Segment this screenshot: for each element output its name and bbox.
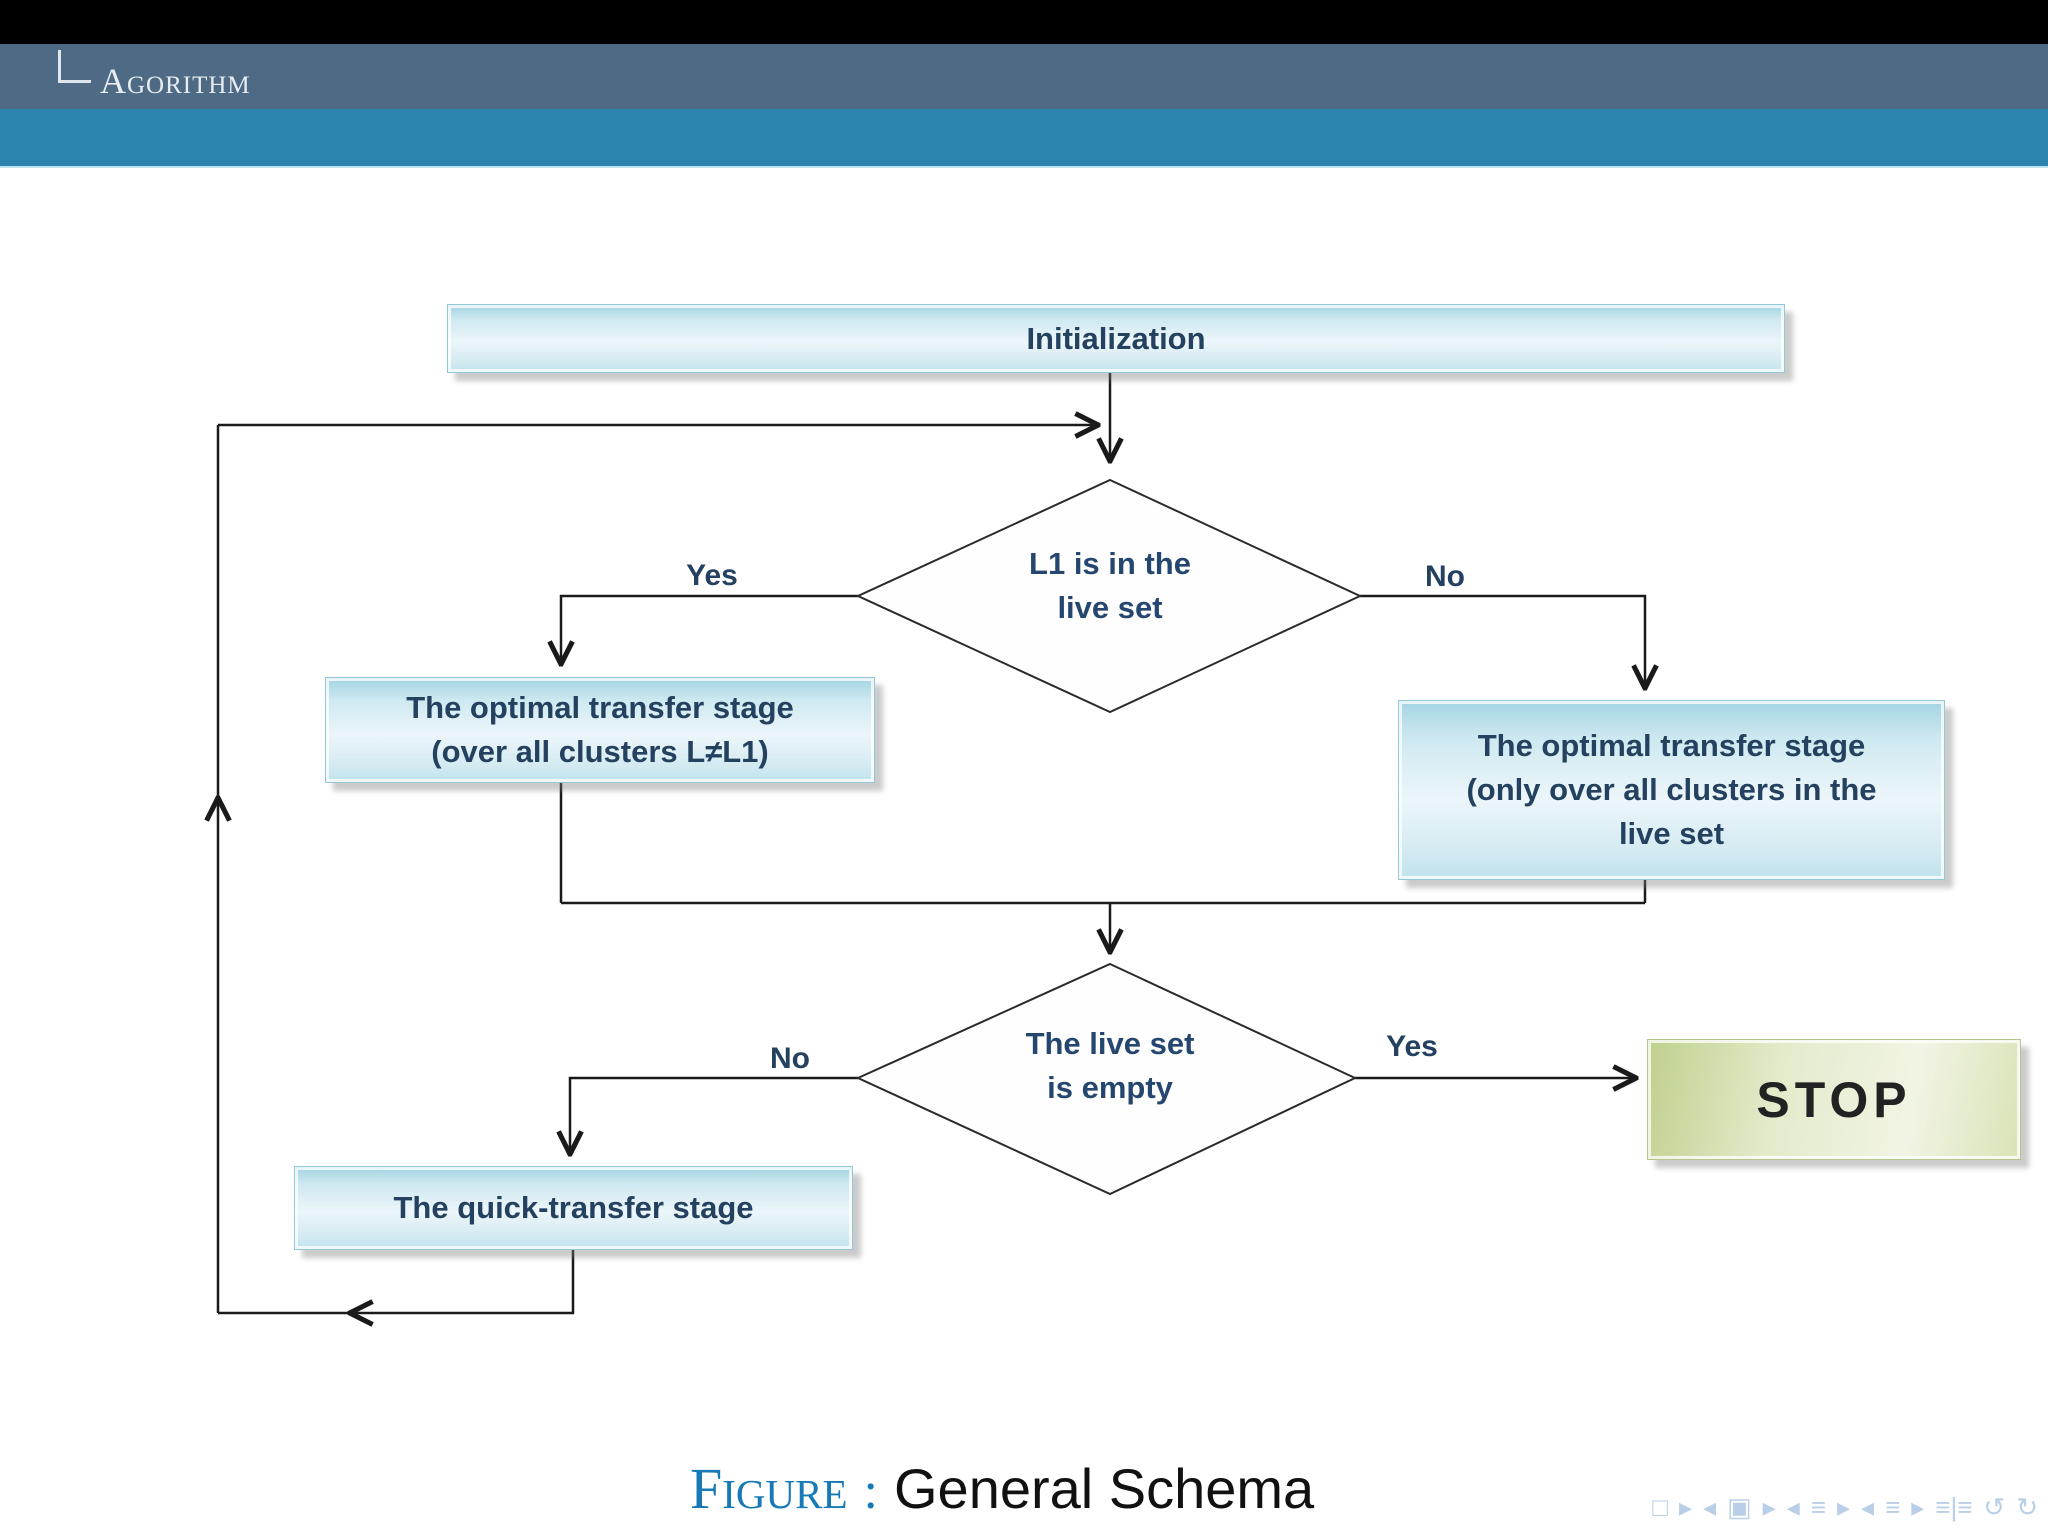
nav-symbol[interactable]: ▸ (1678, 1492, 1692, 1522)
nav-symbol[interactable]: ◂ (1786, 1492, 1800, 1522)
quick-transfer-box: The quick-transfer stage (294, 1166, 853, 1250)
figure-caption-title: General Schema (893, 1457, 1315, 1520)
optimal-right-line3: live set (1618, 816, 1725, 851)
branch1-yes-label: Yes (686, 559, 738, 592)
nav-symbol[interactable]: ↺ (1983, 1492, 2006, 1522)
stop-box: STOP (1647, 1039, 2021, 1160)
figure-caption-separator: : (863, 1463, 878, 1520)
nav-symbol[interactable]: ▸ (1911, 1492, 1925, 1522)
decision2-line2: is empty (1047, 1070, 1173, 1105)
branch2-yes-label: Yes (1386, 1030, 1438, 1063)
decision1-diamond (855, 478, 1363, 714)
section-bracket-icon (58, 50, 91, 83)
connector-quick-to-loop (352, 1248, 575, 1313)
optimal-right-box: The optimal transfer stage (only over al… (1398, 700, 1945, 880)
stop-label: STOP (1756, 1071, 1912, 1128)
nav-symbol[interactable]: ◂ (1703, 1492, 1717, 1522)
decision2-text: The live set is empty (910, 1000, 1310, 1132)
nav-symbol[interactable]: ▸ (1836, 1492, 1850, 1522)
branch1-no-label: No (1425, 560, 1465, 593)
connector-no1 (1360, 594, 1645, 686)
connector-yes1 (561, 594, 858, 662)
nav-symbol[interactable]: ◂ (1861, 1492, 1875, 1522)
nav-symbol[interactable]: ≡ (1885, 1492, 1901, 1522)
figure-caption-label: Figure (690, 1456, 848, 1521)
init-box-label: Initialization (1026, 320, 1206, 356)
nav-symbol[interactable]: ▸ (1762, 1492, 1776, 1522)
decision1-line1: L1 is in the (1029, 546, 1191, 581)
optimal-right-line1: The optimal transfer stage (1477, 728, 1866, 763)
header-accent-bar (0, 109, 2048, 168)
optimal-left-box: The optimal transfer stage (over all clu… (325, 677, 875, 783)
nav-symbols: □ ▸ ◂ ▣ ▸ ◂ ≡ ▸ ◂ ≡ ▸ ≡|≡ ↺ ↻ (1652, 1492, 2038, 1523)
connector-no2 (570, 1076, 858, 1152)
header-bar: Agorithm (0, 44, 2048, 109)
nav-symbol[interactable]: ≡ (1810, 1492, 1826, 1522)
optimal-right-line2: (only over all clusters in the (1466, 772, 1877, 807)
connectors (218, 373, 1645, 1313)
section-title: Agorithm (100, 61, 251, 101)
nav-symbol[interactable]: ↻ (2016, 1492, 2038, 1522)
nav-symbol[interactable]: □ (1652, 1492, 1668, 1522)
nav-symbol[interactable]: ≡|≡ (1935, 1492, 1973, 1522)
optimal-left-line1: The optimal transfer stage (406, 690, 794, 725)
optimal-left-line2: (over all clusters L≠L1) (431, 734, 769, 769)
decision2-line1: The live set (1025, 1026, 1195, 1061)
decision2-diamond (855, 962, 1358, 1196)
decision1-text: L1 is in the live set (910, 528, 1310, 644)
nav-symbol[interactable]: ▣ (1727, 1492, 1752, 1522)
init-box: Initialization (447, 304, 1785, 373)
decision1-line2: live set (1057, 590, 1163, 625)
quick-transfer-label: The quick-transfer stage (393, 1190, 754, 1225)
top-black-bar (0, 0, 2048, 44)
figure-caption: Figure : General Schema (690, 1455, 1314, 1522)
branch2-no-label: No (770, 1042, 810, 1075)
